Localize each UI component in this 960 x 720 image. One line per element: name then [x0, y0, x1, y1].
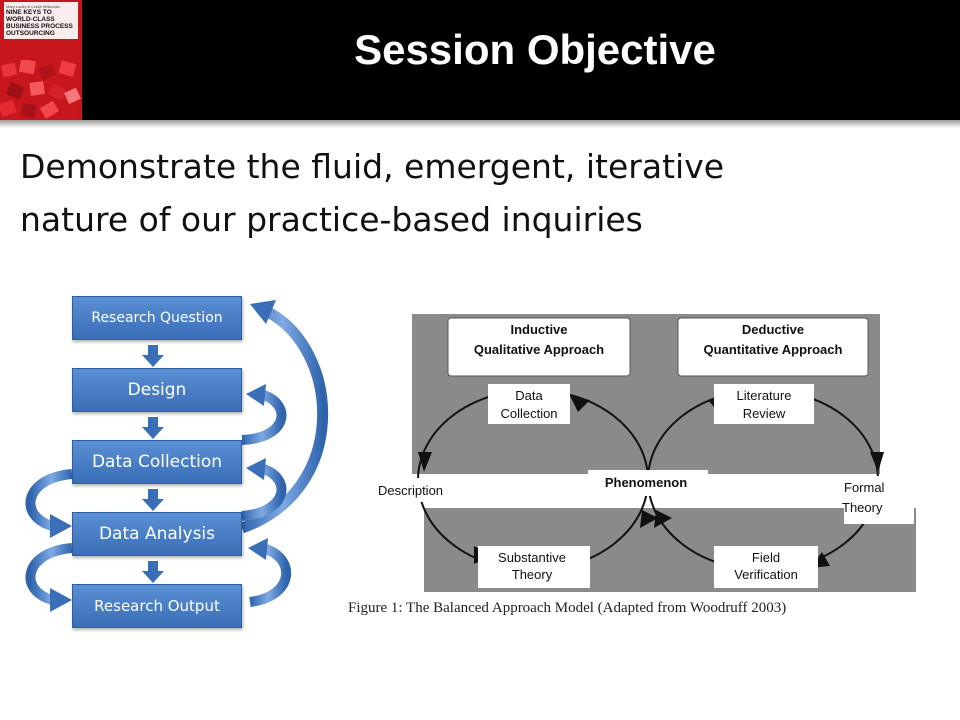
- objective-line-1: Demonstrate the fluid, emergent, iterati…: [20, 147, 725, 186]
- down-arrow-3: [142, 489, 164, 511]
- deductive-label: Deductive: [742, 322, 804, 337]
- substantive-theory-line2: Theory: [512, 567, 553, 582]
- slide-title-container: Session Objective: [0, 0, 960, 120]
- literature-review-line2: Review: [743, 406, 786, 421]
- loop-arrow-head-question: [250, 300, 276, 324]
- inductive-approach-label: Qualitative Approach: [474, 342, 604, 357]
- loop-arrow-head-analysis-left: [50, 514, 72, 538]
- loop-arrow-head-design: [246, 384, 266, 406]
- substantive-theory-box: [478, 546, 590, 588]
- book-cover-cubes-graphic: [0, 60, 81, 119]
- book-cover-authors: Mary Lacity & Leslie Willcocks: [6, 4, 60, 9]
- data-collection-line2: Collection: [500, 406, 557, 421]
- loop-arrow-analysis-to-output-left: [25, 543, 73, 605]
- loop-arrow-head-collection: [246, 458, 266, 480]
- field-verification-box: [714, 546, 818, 588]
- loop-arrow-analysis-to-question: [240, 307, 329, 534]
- flow-step-design: Design: [72, 368, 242, 412]
- inductive-box: [447, 317, 631, 377]
- arrowhead-phenomenon-right: [654, 510, 672, 528]
- loop-arrow-head-output-left: [50, 588, 72, 612]
- header-shadow: [0, 120, 960, 128]
- description-label: Description: [378, 483, 443, 498]
- down-arrow-2: [142, 417, 164, 439]
- book-cover-image: Mary Lacity & Leslie Willcocks NINE KEYS…: [0, 0, 82, 120]
- research-process-flow: Research Question Design Data Collection…: [0, 290, 340, 650]
- field-verification-line2: Verification: [734, 567, 798, 582]
- down-arrow-1: [142, 345, 164, 367]
- loop-arrow-collection-to-design: [241, 389, 287, 445]
- arrowhead-phenomenon-left: [640, 510, 658, 528]
- literature-review-line1: Literature: [737, 388, 792, 403]
- loop-arrow-head-analysis-right: [248, 538, 268, 560]
- book-cover-text: Mary Lacity & Leslie Willcocks NINE KEYS…: [4, 2, 78, 39]
- balanced-approach-model-figure: Inductive Qualitative Approach Deductive…: [378, 300, 918, 630]
- deductive-approach-label: Quantitative Approach: [704, 342, 843, 357]
- field-verification-line1: Field: [752, 550, 780, 565]
- flow-step-data-collection: Data Collection: [72, 440, 242, 484]
- formal-theory-top-box: [836, 476, 916, 506]
- substantive-theory-line1: Substantive: [498, 550, 566, 565]
- inductive-label: Inductive: [510, 322, 567, 337]
- formal-theory-box: [844, 506, 914, 524]
- figure-caption: Figure 1: The Balanced Approach Model (A…: [348, 600, 787, 616]
- arrowhead-description: [418, 452, 432, 472]
- data-collection-box: [488, 384, 570, 424]
- loop-arrow-collection-to-analysis-left: [25, 469, 73, 531]
- objective-line-2: nature of our practice-based inquiries: [20, 200, 643, 239]
- flow-arrows: [25, 300, 329, 612]
- loop-arrow-analysis-to-collection: [241, 463, 287, 521]
- formal-theory-line1: Formal: [844, 480, 885, 495]
- phenomenon-box: [588, 470, 708, 496]
- down-arrow-4: [142, 561, 164, 583]
- arrowhead-data-collection: [570, 396, 590, 412]
- loop-arrow-output-to-analysis-right: [249, 543, 291, 607]
- flow-step-research-question: Research Question: [72, 296, 242, 340]
- book-cover-title: NINE KEYS TO WORLD-CLASS BUSINESS PROCES…: [6, 9, 73, 37]
- balanced-model-diagram: Inductive Qualitative Approach Deductive…: [378, 314, 916, 592]
- objective-text: Demonstrate the fluid, emergent, iterati…: [20, 140, 920, 246]
- deductive-box: [677, 317, 869, 377]
- arrowhead-formal-theory: [870, 452, 884, 472]
- formal-theory-line2: Theory: [842, 500, 883, 515]
- slide-header: Mary Lacity & Leslie Willcocks NINE KEYS…: [0, 0, 960, 120]
- slide-title: Session Objective: [354, 26, 716, 73]
- literature-review-box: [714, 384, 814, 424]
- phenomenon-label: Phenomenon: [605, 475, 687, 490]
- flow-step-data-analysis: Data Analysis: [72, 512, 242, 556]
- data-collection-line1: Data: [515, 388, 543, 403]
- flow-step-research-output: Research Output: [72, 584, 242, 628]
- description-box: [378, 478, 460, 502]
